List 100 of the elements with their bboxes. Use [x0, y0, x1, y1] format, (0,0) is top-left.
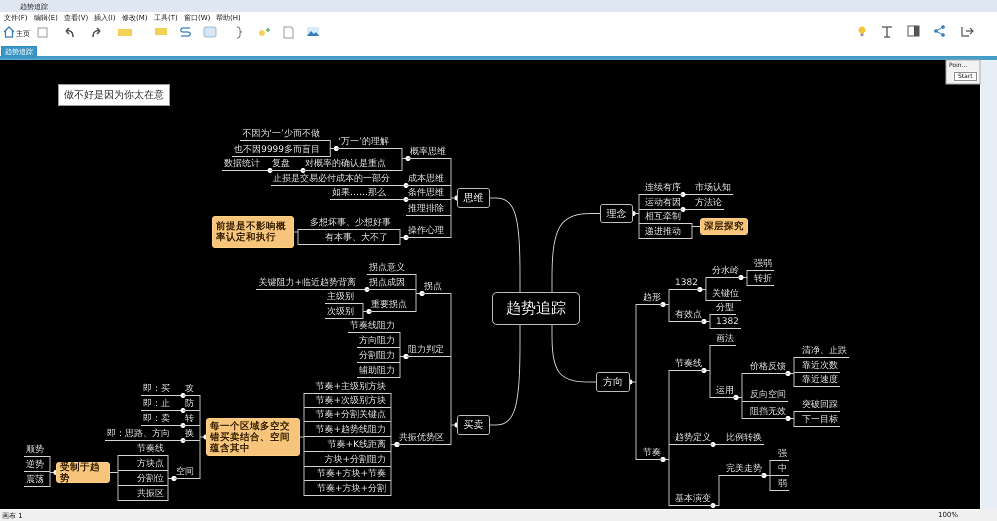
main-topic: 买卖	[457, 415, 490, 435]
subtopic: 即：买	[141, 383, 172, 396]
floating-note: 做不好是因为你太在意	[58, 84, 170, 106]
connector	[396, 354, 408, 378]
summary-bracket	[682, 226, 700, 239]
subtopic: 分水岭	[710, 265, 741, 278]
subtopic: 价格反馈	[748, 361, 788, 374]
subtopic: 方法论	[693, 197, 724, 210]
branch-curve	[552, 213, 600, 292]
subtopic: 拐点成因	[367, 277, 407, 290]
summary-topic: 深层探究	[700, 218, 748, 235]
subtopic: 反向空间	[748, 389, 788, 402]
subtopic: 复盘	[270, 158, 292, 171]
connector	[710, 442, 724, 447]
summary-bracket	[294, 232, 324, 245]
subtopic: 市场认知	[693, 182, 733, 195]
connector	[322, 146, 339, 157]
connector	[358, 287, 370, 292]
subtopic: 顺势	[24, 444, 46, 457]
subtopic: 也不因9999多而盲目	[232, 144, 322, 157]
subtopic: 突破回踩	[800, 399, 840, 412]
subtopic: 递进推动	[643, 226, 683, 239]
subtopic: 多想坏事、少想好事	[308, 217, 393, 230]
main-topic: 方向	[596, 372, 630, 392]
subtopic: 即：卖	[141, 413, 172, 426]
summary-bracket	[300, 436, 316, 496]
subtopic: 节奏+方块+节奏	[314, 468, 388, 481]
connector	[680, 207, 694, 212]
subtopic: 对概率的确认是重点	[303, 158, 388, 171]
subtopic: 节奏	[641, 447, 663, 460]
connector	[356, 309, 372, 319]
subtopic: 条件思维	[406, 187, 446, 200]
subtopic: 节奏+分割关键点	[313, 409, 388, 422]
branch-curve	[552, 324, 596, 382]
connector	[786, 416, 800, 427]
subtopic: 节奏+次级别方块	[313, 395, 388, 408]
main-topic: 理念	[600, 204, 633, 223]
subtopic: 有效点	[673, 309, 704, 322]
subtopic: 即：思路、方向	[105, 428, 172, 441]
connector	[392, 183, 408, 188]
subtopic: 攻	[183, 383, 196, 396]
subtopic: 运动有因	[643, 197, 683, 210]
subtopic: 强	[776, 448, 789, 461]
subtopic: 换	[183, 428, 196, 441]
subtopic: 靠近速度	[800, 374, 840, 387]
subtopic: 次级别	[325, 306, 356, 319]
subtopic: 方块点	[135, 458, 166, 471]
subtopic: 节奏+方块+分割	[314, 483, 388, 496]
connector	[630, 211, 644, 239]
connector	[46, 470, 58, 487]
subtopic: 辅助阻力	[357, 365, 397, 378]
subtopic: 概率思维	[408, 146, 448, 159]
subtopic: 方块+分割阻力	[322, 454, 388, 467]
subtopic: 趋势定义	[673, 432, 713, 445]
subtopic: 空间	[174, 466, 196, 479]
subtopic: 关键位	[710, 288, 741, 301]
subtopic: ‘万一’的理解	[336, 136, 391, 149]
subtopic: 中	[776, 463, 789, 476]
connector	[262, 168, 272, 173]
subtopic: 阻力判定	[406, 344, 446, 357]
summary-topic: 受制于趋势	[56, 462, 110, 483]
subtopic: 1382	[673, 277, 700, 290]
connector	[446, 422, 460, 445]
subtopic: 关键阻力+临近趋势背离	[256, 277, 358, 290]
connector	[628, 380, 642, 460]
branch-curve	[490, 324, 520, 426]
subtopic: 节奏线	[673, 358, 704, 371]
connector	[734, 395, 748, 419]
connector	[388, 442, 400, 496]
connector	[390, 235, 408, 245]
subtopic: 操作心理	[406, 225, 446, 238]
subtopic: 成本思维	[406, 173, 446, 186]
subtopic: 不因为‘一’少而不做	[240, 128, 322, 141]
central-topic: 趋势追踪	[492, 292, 580, 325]
subtopic: 节奏+K线距离	[326, 439, 388, 452]
subtopic: 震荡	[24, 474, 46, 487]
subtopic: 防	[183, 398, 196, 411]
connector	[166, 476, 176, 501]
subtopic: 共振区	[135, 488, 166, 501]
connector	[388, 156, 410, 171]
subtopic: 主级别	[325, 291, 356, 304]
subtopic: 基本演变	[673, 493, 713, 506]
subtopic: 逆势	[24, 459, 46, 472]
subtopic: 分割位	[135, 473, 166, 486]
subtopic: 运用	[714, 385, 736, 398]
branch-curve	[490, 198, 520, 292]
connector	[680, 192, 694, 197]
subtopic: 节奏+趋势线阻力	[313, 424, 388, 437]
connector	[738, 275, 752, 286]
connector	[697, 287, 710, 301]
subtopic: 即：止	[141, 398, 172, 411]
subtopic: 节奏线	[135, 443, 166, 456]
subtopic: 相互牵制	[643, 211, 683, 224]
connector	[660, 457, 674, 506]
connector	[786, 371, 800, 387]
subtopic: 靠近次数	[800, 360, 840, 373]
subtopic: 比例转换	[724, 432, 764, 445]
connector	[710, 475, 724, 508]
main-topic: 思维	[457, 188, 490, 208]
subtopic: 有本事、大不了	[323, 232, 390, 245]
